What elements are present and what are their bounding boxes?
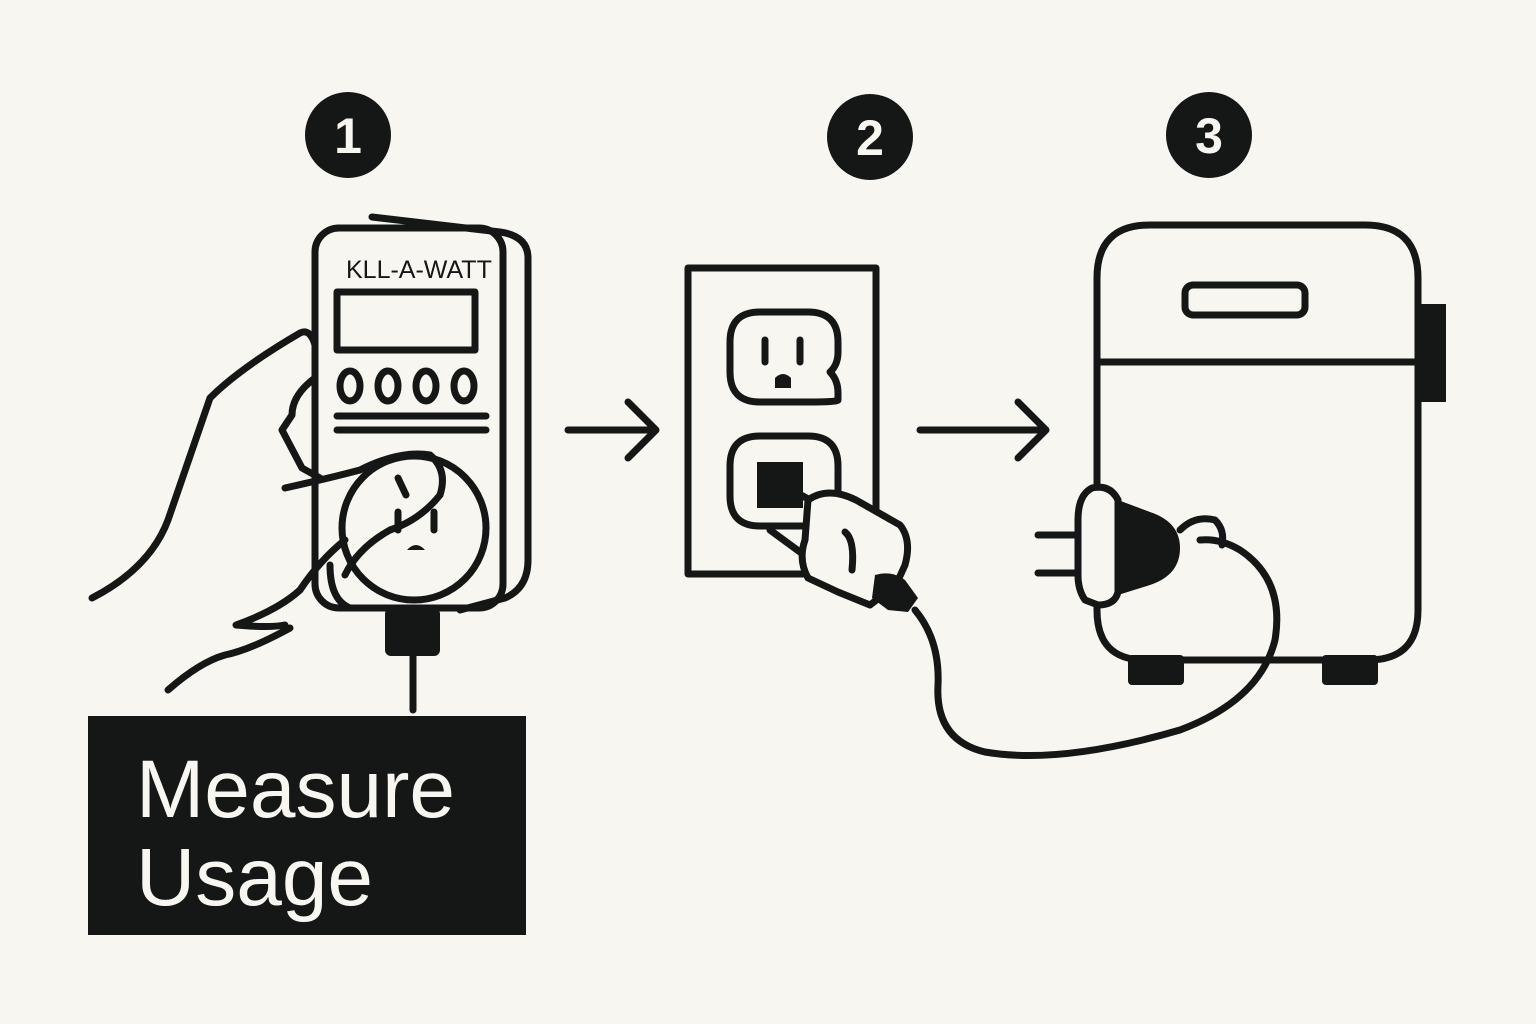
plug-icon bbox=[1034, 483, 1227, 609]
caption-line-1: Measure bbox=[136, 744, 456, 835]
caption-line-2: Usage bbox=[136, 832, 374, 923]
meter-buttons bbox=[336, 367, 478, 405]
meter-display-icon bbox=[333, 288, 479, 354]
step-3-badge: 3 bbox=[1166, 92, 1252, 178]
arrow-right-icon bbox=[564, 398, 660, 462]
step-1-badge: 1 bbox=[305, 92, 391, 178]
appliance-icon bbox=[1093, 221, 1446, 685]
step-1-number: 1 bbox=[334, 108, 362, 164]
meter-outlet-icon bbox=[338, 452, 490, 604]
arrow-right-icon bbox=[916, 398, 1050, 462]
hand-icon bbox=[88, 328, 446, 694]
power-meter-icon: KLL-A-WATT bbox=[311, 213, 532, 714]
caption-box: Measure Usage bbox=[88, 716, 526, 935]
plug-icon bbox=[757, 462, 1281, 760]
step-2-badge: 2 bbox=[827, 94, 913, 180]
step-2-number: 2 bbox=[856, 110, 884, 166]
appliance-handle-icon bbox=[1418, 304, 1446, 402]
step-3-number: 3 bbox=[1195, 108, 1223, 164]
meter-brand-label: KLL-A-WATT bbox=[346, 256, 492, 284]
